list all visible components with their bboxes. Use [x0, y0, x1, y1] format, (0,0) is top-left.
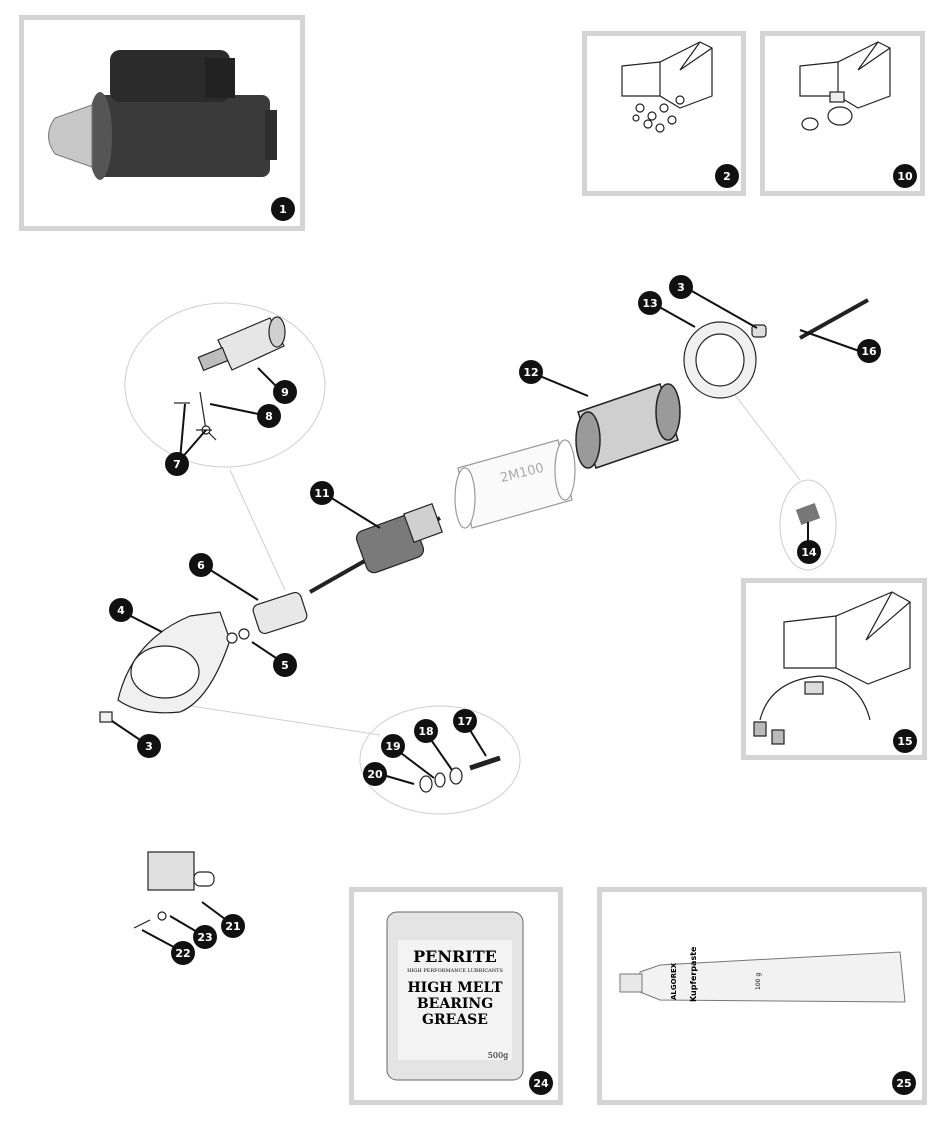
callout-18: 18: [414, 719, 438, 743]
through-bolt: [799, 298, 869, 340]
callout-17: 17: [453, 709, 477, 733]
callout-6: 6: [189, 553, 213, 577]
callout-10: 10: [893, 164, 917, 188]
callout-19: 19: [381, 734, 405, 758]
callout-13: 13: [638, 291, 662, 315]
callout-1: 1: [271, 197, 295, 221]
yoke: 2M100: [454, 439, 576, 529]
callout-5: 5: [273, 653, 297, 677]
callout-3-bottom: 3: [137, 734, 161, 758]
grease-product-3: GREASE: [422, 1012, 488, 1028]
lever-and-pins: [174, 391, 217, 441]
brush-kit-illustration: [753, 591, 911, 745]
grease-brand: PENRITE: [413, 947, 497, 966]
armature: [309, 503, 443, 594]
paste-product: Kupferpaste: [689, 946, 698, 1002]
paste-weight: 100 g: [755, 973, 762, 990]
leader-lines: [111, 289, 863, 953]
solenoid: [197, 316, 286, 372]
commutator-end-bracket: [683, 321, 767, 399]
callout-9: 9: [273, 380, 297, 404]
callout-24: 24: [529, 1071, 553, 1095]
callout-21: 21: [221, 914, 245, 938]
callout-8: 8: [257, 404, 281, 428]
callout-22: 22: [171, 941, 195, 965]
copper-paste-tube: ALGOREX Kupferpaste 100 g: [619, 946, 906, 1003]
callout-15: 15: [893, 729, 917, 753]
pinion-drive: [226, 591, 308, 644]
grease-product-2: BEARING: [417, 996, 493, 1012]
callout-4: 4: [109, 598, 133, 622]
starter-motor-illustration: [48, 50, 277, 180]
paste-brand: ALGOREX: [670, 962, 678, 1000]
fixing-kit-illustration: [621, 41, 713, 133]
grease-tagline: HIGH PERFORMANCE LUBRICANTS: [407, 968, 503, 974]
seal-kit-illustration: [799, 41, 891, 131]
callout-11: 11: [310, 481, 334, 505]
field-coils: [575, 383, 681, 469]
callout-16: 16: [857, 339, 881, 363]
callout-14: 14: [797, 540, 821, 564]
callout-2: 2: [715, 164, 739, 188]
grease-weight: 500g: [488, 1051, 508, 1060]
callout-25: 25: [892, 1071, 916, 1095]
grease-product-1: HIGH MELT: [407, 980, 503, 996]
callout-20: 20: [363, 762, 387, 786]
callout-23: 23: [193, 925, 217, 949]
callout-12: 12: [519, 360, 543, 384]
callout-3-top: 3: [669, 275, 693, 299]
mounting-fixings: [419, 755, 501, 793]
grease-tin: PENRITE HIGH PERFORMANCE LUBRICANTS HIGH…: [386, 911, 524, 1081]
relay: [133, 851, 215, 929]
brush-spring: [795, 503, 821, 525]
drive-end-housing: [99, 611, 231, 723]
callout-7: 7: [165, 452, 189, 476]
fixing-kit-frame: [582, 31, 746, 196]
